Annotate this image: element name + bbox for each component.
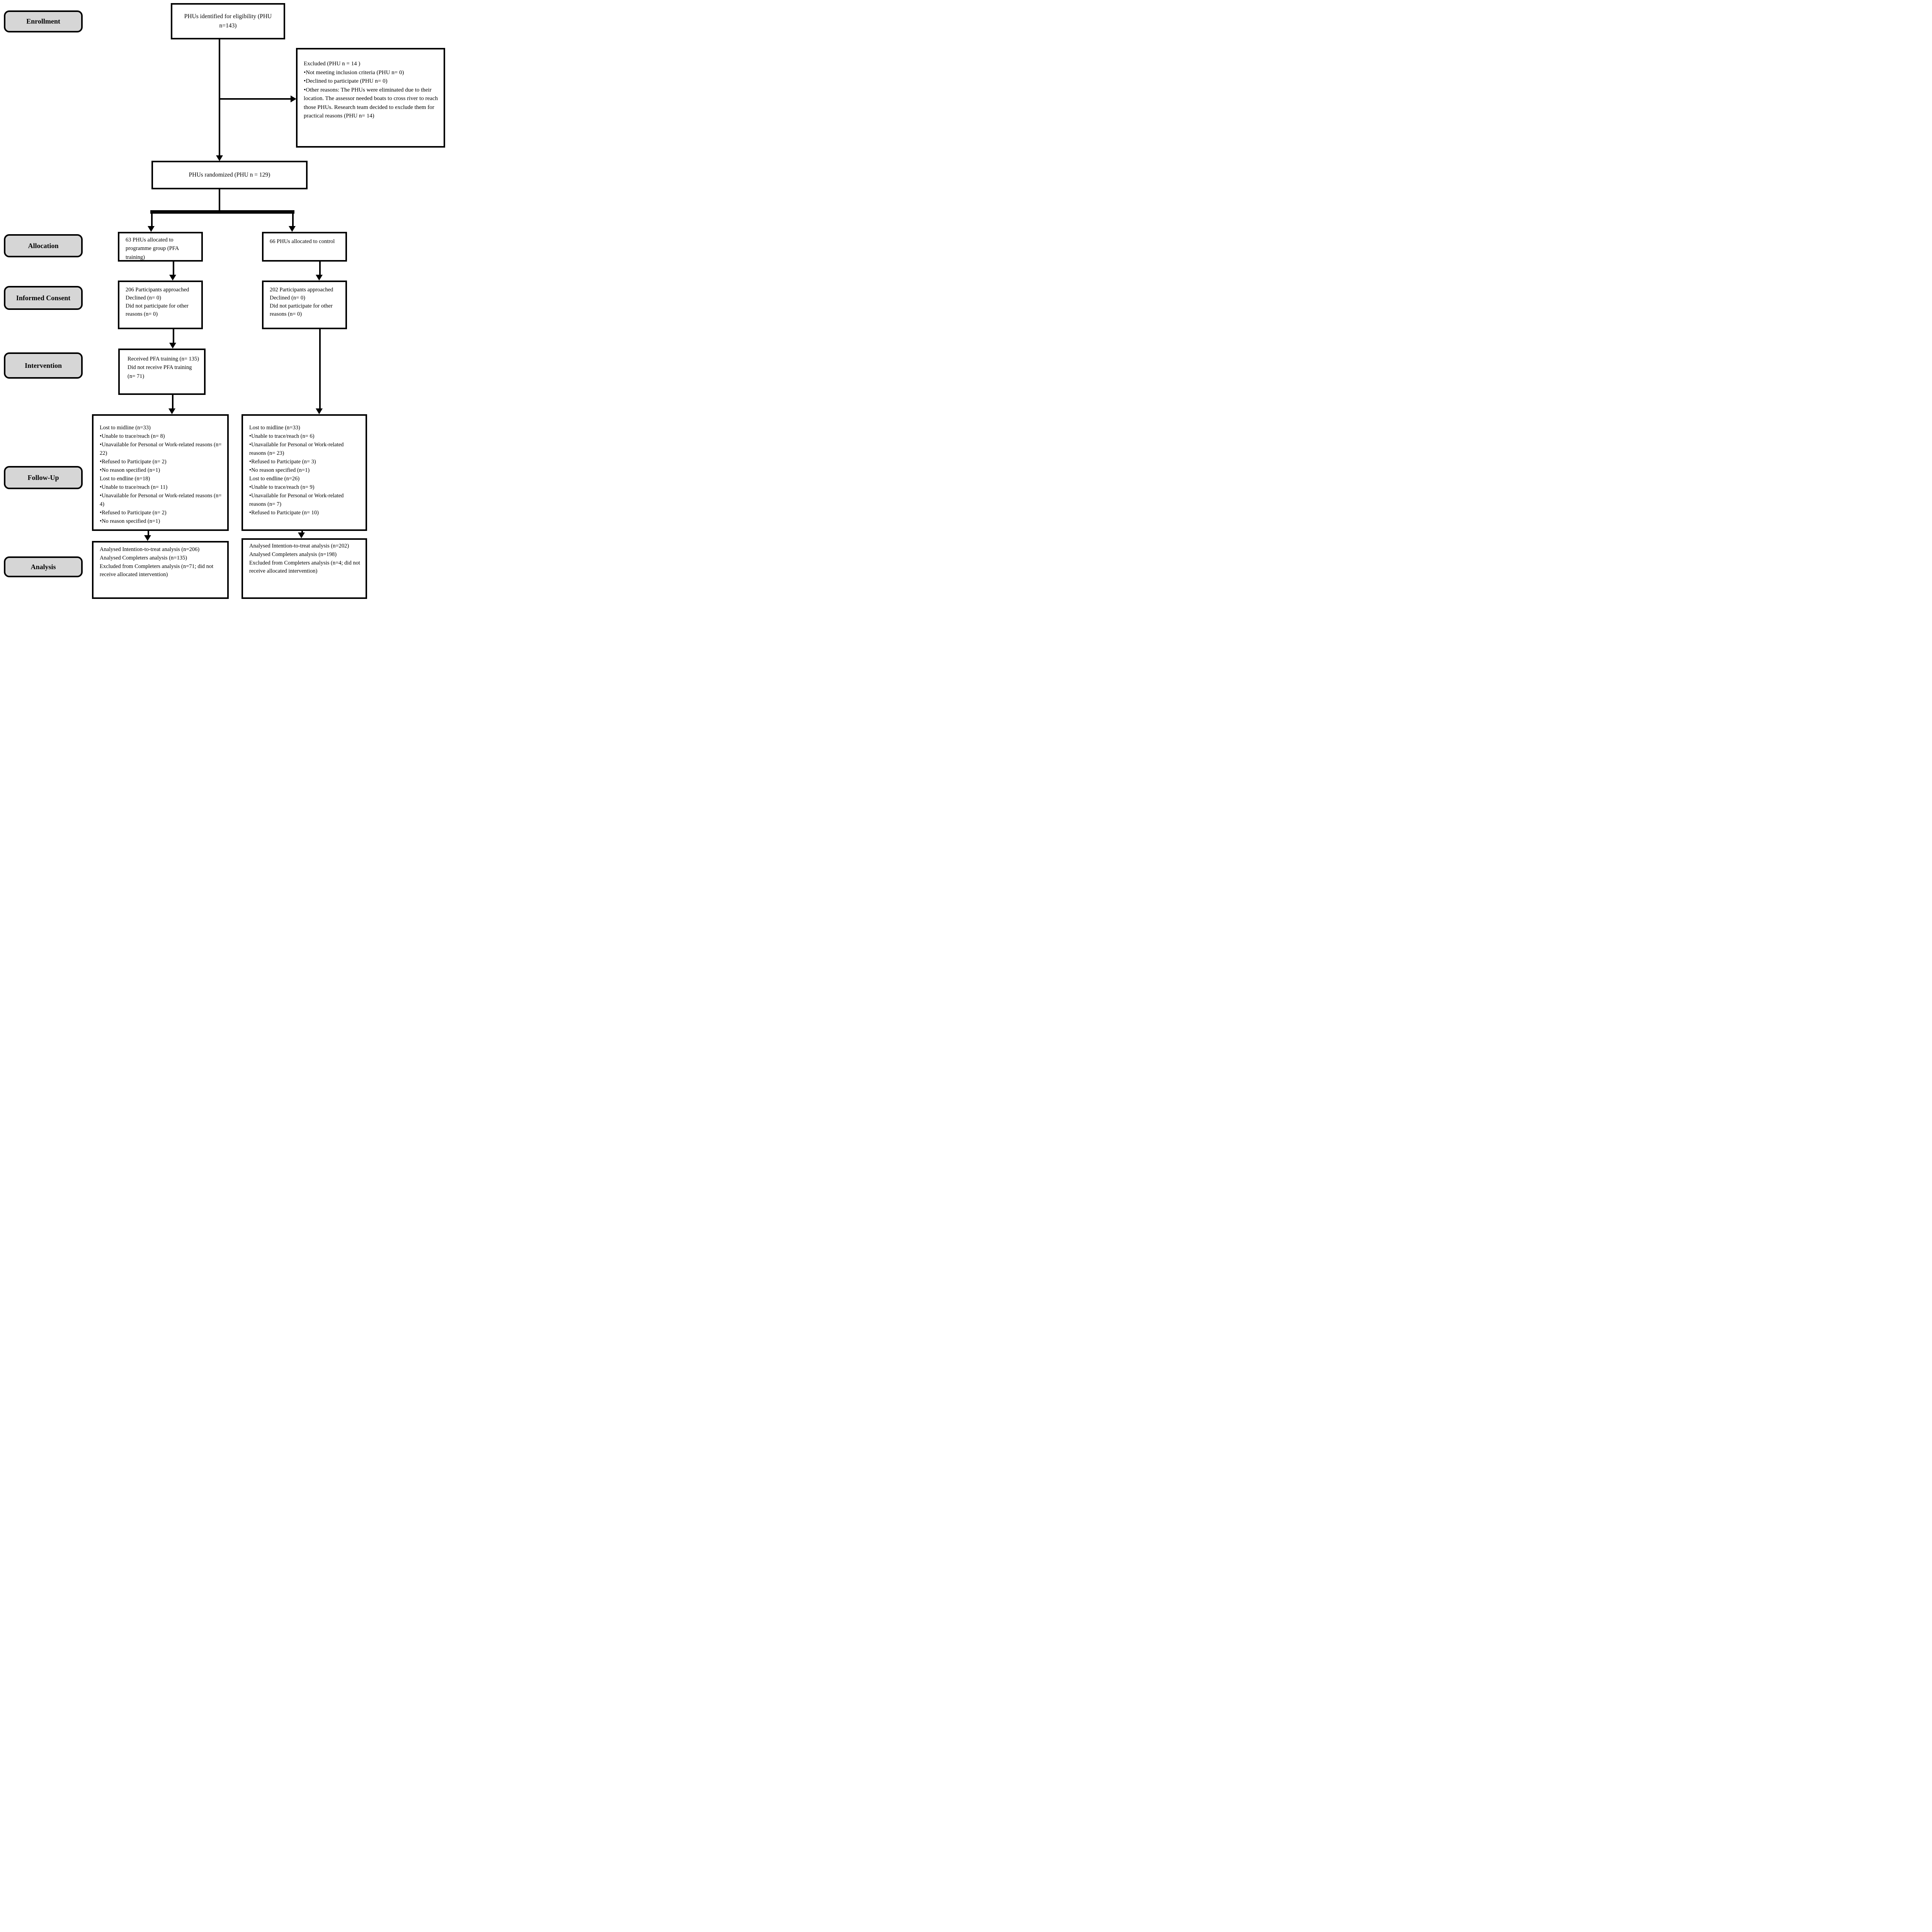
stage-label-analysis: Analysis — [4, 556, 83, 577]
text-line: Lost to endline (n=26) — [249, 476, 300, 482]
text-line: Did not receive PFA training (n= 71) — [128, 364, 192, 379]
arrow-down-icon — [168, 408, 175, 414]
eligibility-text: PHUs identified for eligibility (PHU n=1… — [184, 13, 272, 29]
stage-label-enrollment: Enrollment — [4, 10, 83, 32]
text-line: Lost to endline (n=18) — [100, 476, 150, 482]
connector-allocation-to-consent-control-line — [319, 262, 321, 275]
connector-followup-to-analysis-control-line — [301, 531, 303, 533]
text-line: Analysed Completers analysis (n=135) — [100, 554, 187, 561]
connector-intervention-to-followup-line — [172, 395, 173, 409]
connector-allocation-to-consent-programme-line — [173, 262, 174, 275]
text-line: 63 PHUs allocated to programme group (PF… — [126, 237, 179, 260]
text-line: •Unavailable for Personal or Work-relate… — [100, 442, 222, 457]
text-line: •No reason specified (n=1) — [249, 467, 310, 474]
stage-label-intervention: Intervention — [4, 352, 83, 379]
connector-followup-to-analysis-programme-line — [148, 531, 149, 536]
text-line: Lost to midline (n=33) — [100, 425, 151, 431]
analysis-control-box: Analysed Intention-to-treat analysis (n=… — [242, 538, 367, 599]
arrow-down-icon — [289, 226, 296, 232]
connector-eligibility-to-randomized-line — [219, 39, 220, 155]
followup-control-box: Lost to midline (n=33) •Unable to trace/r… — [242, 414, 367, 531]
stage-label-allocation: Allocation — [4, 234, 83, 257]
arrow-down-icon — [316, 275, 323, 281]
text-line: Did not participate for other reasons (n… — [126, 303, 189, 318]
intervention-box: Received PFA training (n= 135) Did not re… — [118, 349, 206, 395]
text-line: •Unavailable for Personal or Work-relate… — [249, 493, 344, 508]
text-line: 66 PHUs allocated to control — [270, 238, 335, 245]
analysis-programme-box: Analysed Intention-to-treat analysis (n=… — [92, 541, 229, 599]
text-line: Analysed Intention-to-treat analysis (n=… — [100, 546, 200, 553]
text-line: Declined (n= 0) — [126, 295, 161, 301]
stage-label-follow-up: Follow-Up — [4, 466, 83, 489]
eligibility-box: PHUs identified for eligibility (PHU n=1… — [171, 3, 285, 39]
randomized-text: PHUs randomized (PHU n = 129) — [189, 172, 270, 179]
text-line: •Other reasons: The PHUs were eliminated… — [304, 87, 438, 119]
allocation-control-box: 66 PHUs allocated to control — [262, 232, 347, 262]
arrow-down-icon — [169, 343, 176, 349]
text-line: •Unable to trace/reach (n= 9) — [249, 484, 315, 491]
arrow-down-icon — [316, 408, 323, 414]
connector-to-excluded-line — [219, 98, 291, 100]
randomized-box: PHUs randomized (PHU n = 129) — [151, 161, 308, 189]
text-line: •Unable to trace/reach (n= 11) — [100, 484, 168, 491]
split-bar-line — [150, 210, 294, 214]
connector-consent-to-followup-control-line — [319, 329, 321, 409]
connector-split-to-control-line — [292, 214, 294, 226]
text-line: •Declined to participate (PHU n= 0) — [304, 78, 388, 84]
stage-label-informed-consent: Informed Consent — [4, 286, 83, 310]
allocation-programme-box: 63 PHUs allocated to programme group (PF… — [118, 232, 203, 262]
connector-randomized-to-split-line — [219, 189, 220, 210]
text-line: Did not participate for other reasons (n… — [270, 303, 333, 318]
text-line: Analysed Intention-to-treat analysis (n=… — [249, 543, 349, 549]
excluded-box: Excluded (PHU n = 14 ) •Not meeting inclu… — [296, 48, 445, 148]
arrow-down-icon — [216, 155, 223, 161]
text-line: Excluded from Completers analysis (n=71;… — [100, 563, 214, 578]
text-line: Analysed Completers analysis (n=198) — [249, 551, 337, 558]
followup-programme-box: Lost to midline (n=33) •Unable to trace/r… — [92, 414, 229, 531]
text-line: Lost to midline (n=33) — [249, 425, 300, 431]
arrow-down-icon — [169, 275, 176, 281]
arrow-down-icon — [298, 532, 305, 538]
text-line: •Refused to Participate (n= 3) — [249, 459, 316, 465]
text-line: •Refused to Participate (n= 2) — [100, 459, 167, 465]
text-line: •Unavailable for Personal or Work-relate… — [249, 442, 344, 457]
connector-split-to-programme-line — [151, 214, 153, 226]
text-line: 202 Participants approached — [270, 287, 333, 293]
text-line: •Refused to Participate (n= 2) — [100, 510, 167, 516]
text-line: •Unavailable for Personal or Work-relate… — [100, 493, 222, 508]
text-line: •Refused to Participate (n= 10) — [249, 510, 319, 516]
text-line: •Unable to trace/reach (n= 8) — [100, 433, 165, 440]
arrow-down-icon — [148, 226, 155, 232]
consort-flow-diagram: Enrollment Allocation Informed Consent I… — [0, 0, 446, 602]
text-line: •No reason specified (n=1) — [100, 518, 160, 525]
text-line: •Unable to trace/reach (n= 6) — [249, 433, 315, 440]
arrow-right-icon — [291, 95, 296, 102]
text-line: •Not meeting inclusion criteria (PHU n= … — [304, 69, 404, 76]
text-line: Excluded (PHU n = 14 ) — [304, 61, 361, 67]
text-line: Excluded from Completers analysis (n=4; … — [249, 560, 360, 575]
text-line: Received PFA training (n= 135) — [128, 356, 199, 362]
connector-consent-to-intervention-line — [173, 329, 174, 343]
text-line: Declined (n= 0) — [270, 295, 305, 301]
text-line: 206 Participants approached — [126, 287, 189, 293]
arrow-down-icon — [144, 535, 151, 541]
text-line: •No reason specified (n=1) — [100, 467, 160, 474]
